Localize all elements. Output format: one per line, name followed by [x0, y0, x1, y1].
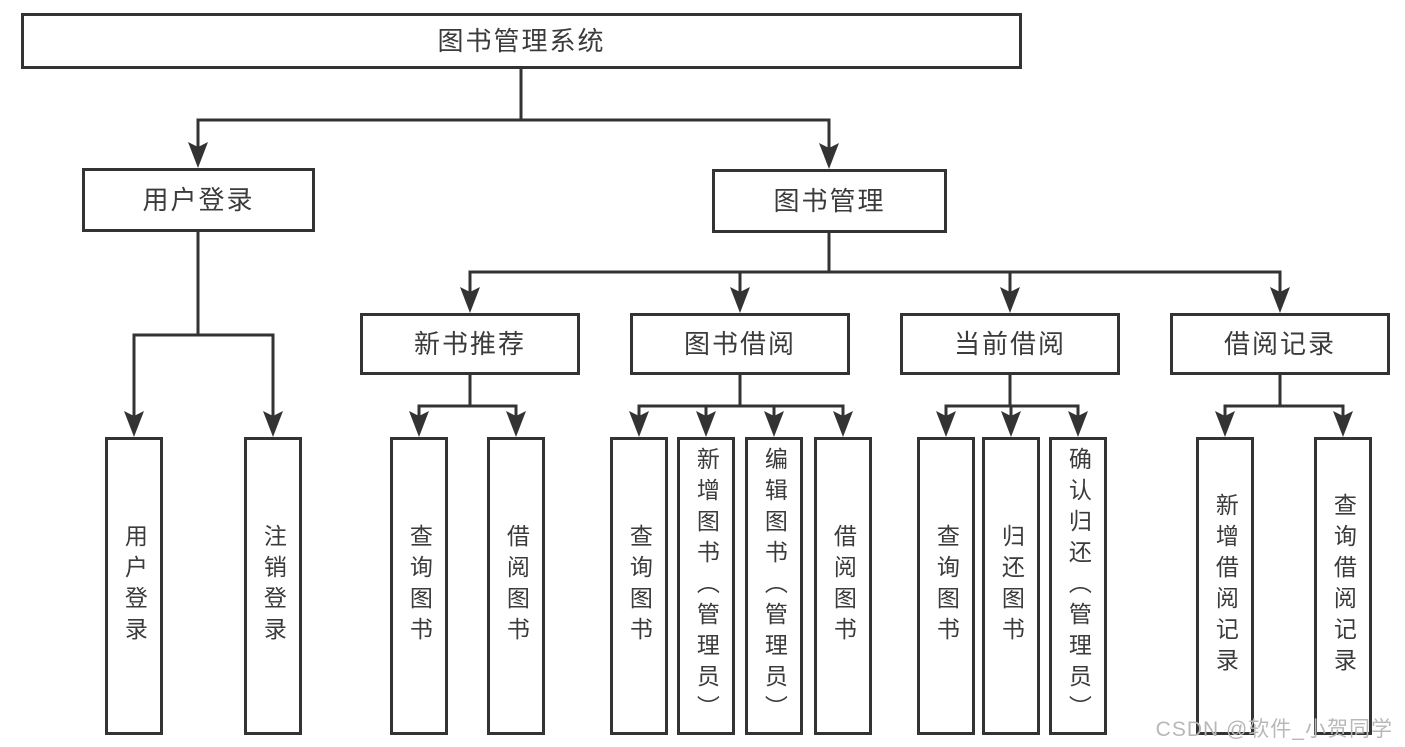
watermark: CSDN @软件_小贺同学 — [1155, 718, 1393, 741]
leaf-current-query-book: 查询图书 — [917, 437, 975, 735]
leaf-record-query-record: 查询借阅记录 — [1314, 437, 1372, 735]
node-user-login: 用户登录 — [82, 168, 315, 232]
node-book-mgmt: 图书管理 — [712, 169, 947, 233]
leaf-current-return-book: 归还图书 — [982, 437, 1040, 735]
leaf-borrow-add-book-admin: 新增图书（管理员） — [677, 437, 735, 735]
node-book-borrow: 图书借阅 — [630, 313, 850, 375]
leaf-logout-login: 注销登录 — [244, 437, 302, 735]
leaf-newbook-borrow-book: 借阅图书 — [487, 437, 545, 735]
connector-current-borrow-children — [944, 373, 1080, 418]
connector-book-mgmt-to-level3 — [468, 231, 1282, 293]
node-new-book-rec: 新书推荐 — [360, 313, 580, 375]
connector-new-book-children — [417, 373, 518, 418]
connector-borrow-record-children — [1223, 373, 1345, 418]
leaf-current-confirm-return-admin: 确认归还（管理员） — [1049, 437, 1107, 735]
leaf-user-login: 用户登录 — [105, 437, 163, 735]
leaf-newbook-query-book: 查询图书 — [390, 437, 448, 735]
leaf-record-add-record: 新增借阅记录 — [1196, 437, 1254, 735]
connector-book-borrow-children — [637, 373, 845, 418]
leaf-borrow-query-book: 查询图书 — [610, 437, 668, 735]
node-root: 图书管理系统 — [21, 13, 1022, 69]
connector-root-to-level2 — [196, 67, 831, 149]
leaf-borrow-borrow-book: 借阅图书 — [814, 437, 872, 735]
leaf-borrow-edit-book-admin: 编辑图书（管理员） — [745, 437, 803, 735]
connector-user-login-children — [132, 230, 275, 417]
node-borrow-record: 借阅记录 — [1170, 313, 1390, 375]
node-current-borrow: 当前借阅 — [900, 313, 1120, 375]
